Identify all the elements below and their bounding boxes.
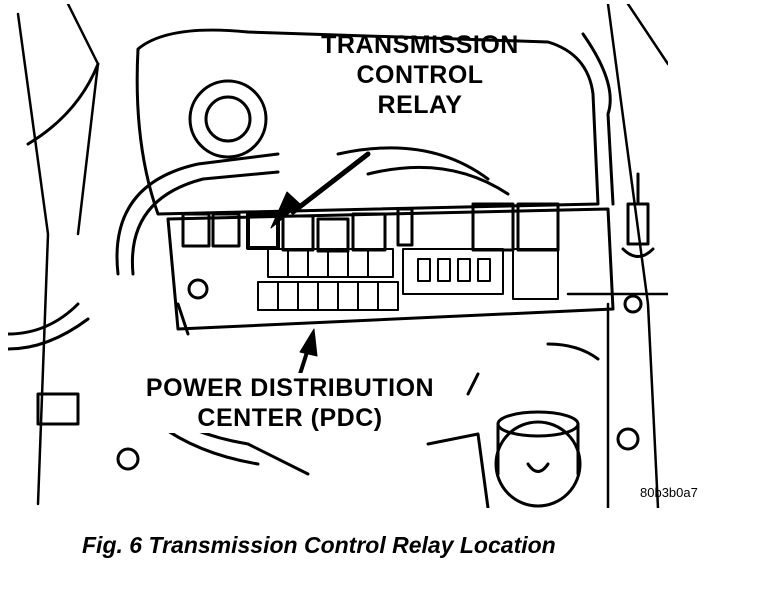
engine-bay-illustration bbox=[8, 4, 668, 508]
pdc-box bbox=[166, 202, 615, 336]
transmission-control-relay-callout: TRANSMISSION CONTROL RELAY bbox=[300, 30, 540, 120]
callout-relay-line-1: TRANSMISSION bbox=[321, 31, 519, 59]
figure-caption: Fig. 6 Transmission Control Relay Locati… bbox=[82, 532, 556, 558]
engine-bay-frame bbox=[16, 4, 668, 508]
leader-arrows bbox=[270, 151, 371, 398]
callout-pdc-line-2: CENTER (PDC) bbox=[197, 404, 383, 432]
hoses bbox=[8, 32, 615, 351]
pdc-callout: POWER DISTRIBUTION CENTER (PDC) bbox=[128, 373, 452, 433]
image-code: 80b3b0a7 bbox=[640, 485, 698, 500]
callout-pdc-line-1: POWER DISTRIBUTION bbox=[145, 374, 435, 402]
callout-relay-line-3: RELAY bbox=[377, 91, 463, 119]
right-bracket bbox=[621, 172, 655, 258]
coolant-reservoir bbox=[135, 28, 600, 216]
callout-relay-line-2: CONTROL bbox=[356, 61, 484, 89]
